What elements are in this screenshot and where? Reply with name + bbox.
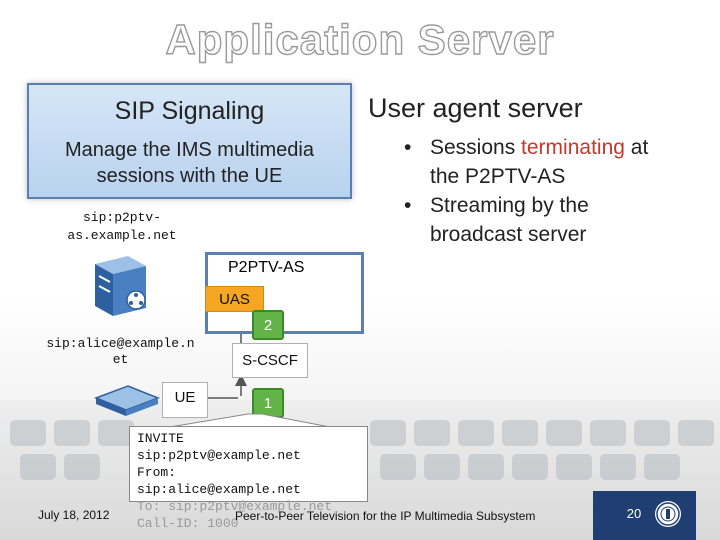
slide-title: Application Server [165,15,555,63]
step-2-badge: 2 [252,310,284,340]
footer-title: Peer-to-Peer Television for the IP Multi… [235,509,536,523]
s-cscf-box: S-CSCF [232,343,308,378]
uas-bullet-list: • Sessions terminating at the P2PTV-AS •… [400,133,700,249]
message-line: From: [137,465,177,480]
uas-box: UAS [205,286,264,312]
bullet-text: broadcast server [430,223,587,246]
bullet-highlight: terminating [521,136,625,159]
bullet-text: the P2PTV-AS [430,165,566,188]
step-1-badge: 1 [252,388,284,418]
ue-box: UE [162,382,208,418]
sip-as-address: sip:p2ptv- as.example.net [57,209,187,245]
message-line: INVITE [137,431,184,446]
bullet-glyph: • [404,194,412,217]
page-number-box: 20 [593,491,696,540]
p2ptv-as-label: P2PTV-AS [228,259,305,276]
slide-background [0,0,720,420]
page-number: 20 [626,506,642,521]
sip-as-line1: sip:p2ptv- [82,210,161,225]
user-agent-server-heading: User agent server [368,93,583,123]
bullet-text: Sessions [430,136,522,159]
message-line: sip:alice@example.net [137,482,301,497]
sip-signaling-desc-line2: sessions with the UE [96,165,283,187]
bullet-item-sessions: • Sessions terminating at the P2PTV-AS [400,133,700,191]
message-line: sip:p2ptv@example.net [137,448,301,463]
message-line: Call-ID: 1000 [137,516,239,531]
invite-message-box [129,426,368,502]
keyboard-decoration [10,420,714,480]
bullet-text: at [624,136,649,159]
bullet-glyph: • [404,136,412,159]
invite-message-text: INVITE sip:p2ptv@example.net From: sip:a… [137,430,332,532]
sip-as-line2: as.example.net [67,228,177,243]
sip-signaling-desc-line1: Manage the IMS multimedia [64,139,314,161]
footer-date: July 18, 2012 [38,508,110,522]
sip-signaling-box: SIP Signaling Manage the IMS multimedia … [27,83,352,199]
sip-signaling-title: SIP Signaling [114,97,265,125]
university-seal-icon [655,501,681,527]
message-line: To: sip:p2ptv@example.net [137,499,333,514]
sip-signaling-description: Manage the IMS multimedia sessions with … [29,137,350,189]
bullet-item-streaming: • Streaming by the broadcast server [400,191,700,249]
sip-alice-address: sip:alice@example.n et [38,336,203,368]
sip-alice-line2: et [112,352,129,367]
bullet-text: Streaming by the [430,194,589,217]
sip-alice-line1: sip:alice@example.n [46,336,195,351]
